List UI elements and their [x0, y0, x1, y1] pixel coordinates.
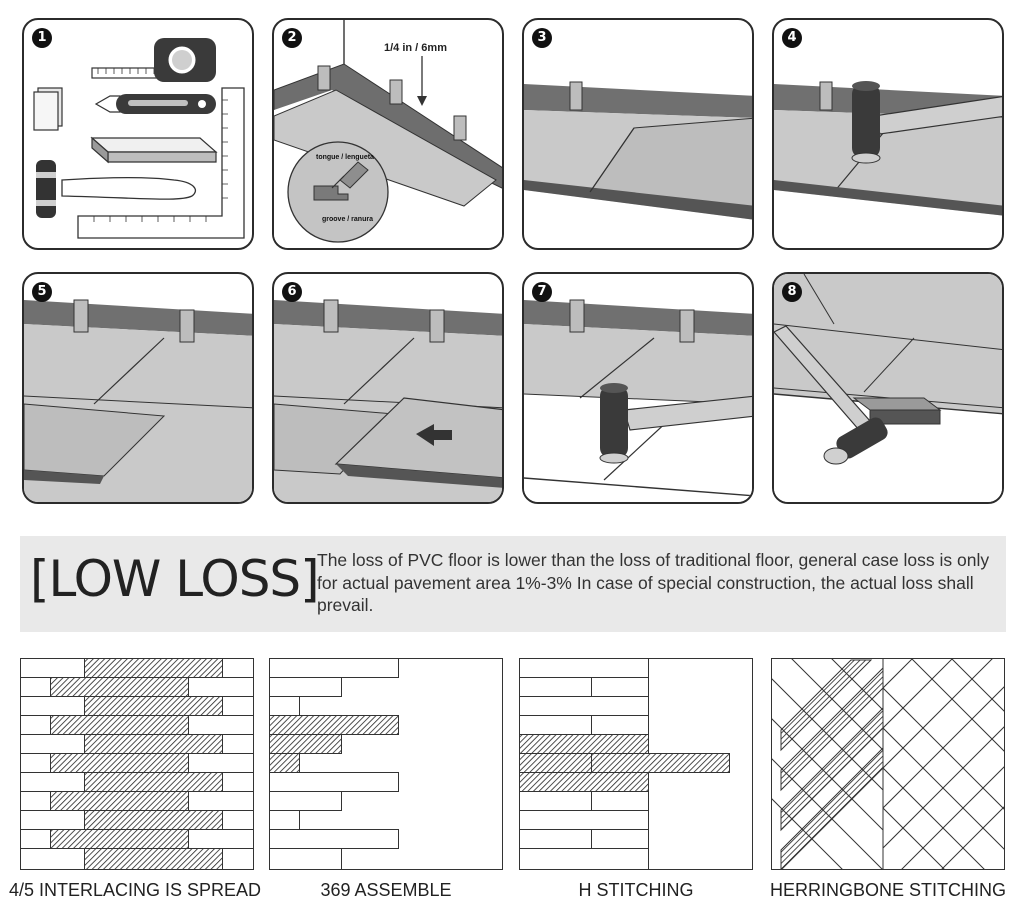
plank-row	[20, 772, 254, 792]
plank-row	[20, 696, 254, 716]
step-2-illustration	[274, 20, 502, 248]
pattern-interlacing-diagram	[20, 658, 254, 870]
plank-row	[20, 715, 254, 735]
plank-row	[20, 734, 254, 754]
groove-label: groove / ranura	[322, 216, 373, 223]
pattern-caption-interlacing: 4/5 INTERLACING IS SPREAD	[8, 880, 262, 900]
step-1-illustration	[33, 38, 245, 239]
pattern-caption-herringbone: HERRINGBONE STITCHING	[769, 880, 1006, 900]
spacer-wedge	[819, 81, 833, 111]
square-ruler-icon	[77, 87, 245, 239]
plank-row	[20, 753, 254, 773]
tape-measure-icon	[91, 38, 216, 82]
mallet-icon	[851, 81, 1002, 164]
plank-row	[20, 791, 254, 811]
pattern-herringbone-diagram	[771, 658, 1005, 870]
tongue-label: tongue / lengueta	[316, 154, 374, 161]
pattern-caption-h-stitching: H STITCHING	[578, 880, 694, 900]
step-3-illustration	[524, 81, 752, 220]
low-loss-banner: [LOW LOSS] The loss of PVC floor is lowe…	[20, 536, 1006, 632]
low-loss-title: [LOW LOSS]	[30, 550, 320, 608]
step-5-panel: 5	[22, 272, 254, 504]
step-5-illustration	[24, 299, 252, 502]
step-1-number: 1	[32, 28, 52, 48]
spacer-wedge	[569, 81, 583, 111]
utility-knife-icon	[94, 94, 216, 114]
plank-row	[20, 848, 254, 870]
step-4-number: 4	[782, 28, 802, 48]
step-6-number: 6	[282, 282, 302, 302]
pattern-369-diagram	[269, 658, 503, 870]
plank-row	[20, 677, 254, 697]
gap-arrow-icon	[417, 56, 427, 106]
step-8-number: 8	[782, 282, 802, 302]
step-6-panel: 6	[272, 272, 504, 504]
step-2-number: 2	[282, 28, 302, 48]
low-loss-description: The loss of PVC floor is lower than the …	[317, 550, 990, 615]
expansion-gap-label: 1/4 in / 6mm	[384, 42, 447, 54]
pattern-caption-369: 369 ASSEMBLE	[320, 880, 452, 900]
step-8-illustration	[774, 274, 1002, 502]
mallet-icon	[599, 383, 752, 464]
step-4-illustration	[774, 81, 1002, 216]
step-7-panel: 7	[522, 272, 754, 504]
step-3-panel: 3	[522, 18, 754, 250]
step-4-panel: 4	[772, 18, 1004, 250]
step-6-illustration	[274, 299, 502, 502]
pattern-h-stitching-diagram	[519, 658, 753, 870]
pull-bar-icon	[852, 397, 942, 425]
step-7-illustration	[524, 299, 752, 502]
plank-row	[20, 829, 254, 849]
step-3-number: 3	[532, 28, 552, 48]
plank-row	[20, 658, 254, 678]
step-8-panel: 8	[772, 272, 1004, 504]
step-1-panel: 1	[22, 18, 254, 250]
arrow-left-icon	[416, 424, 452, 446]
herringbone-hatched-strip	[780, 659, 884, 870]
notepad-icon	[33, 87, 63, 131]
spacer-wedges	[317, 65, 467, 141]
tapping-block-icon	[90, 136, 218, 164]
step-5-number: 5	[32, 282, 52, 302]
mallet-icon	[774, 325, 888, 465]
step-7-number: 7	[532, 282, 552, 302]
plank-row	[20, 810, 254, 830]
mallet-icon	[36, 160, 197, 218]
step-2-panel: 2 1/4 in / 6mm tongue / lengueta groove …	[272, 18, 504, 250]
